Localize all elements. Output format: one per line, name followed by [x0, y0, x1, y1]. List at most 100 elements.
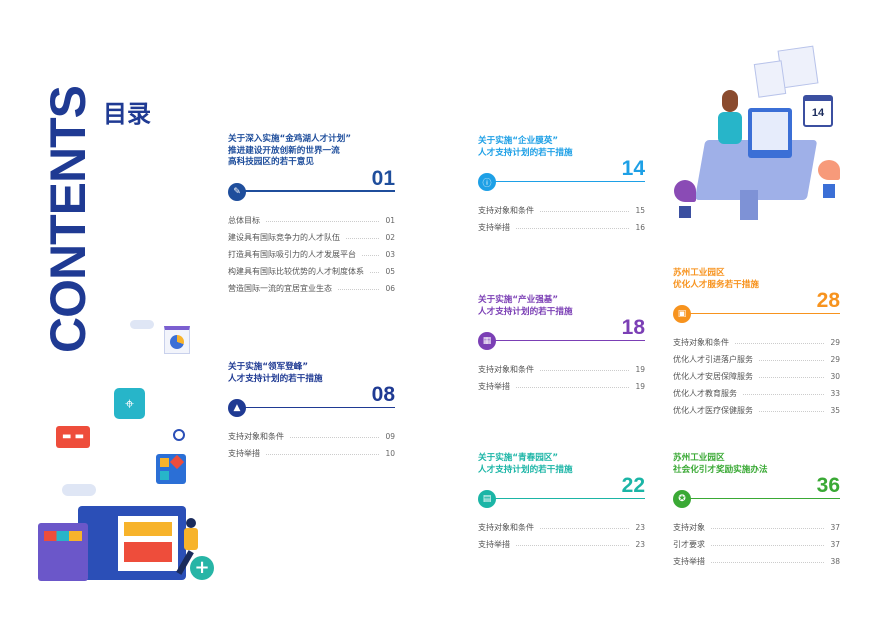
dot-leader — [516, 545, 630, 546]
toc-item-page: 30 — [830, 372, 840, 381]
dot-leader — [540, 370, 630, 371]
cloud-icon — [62, 484, 96, 496]
toc-item-page: 03 — [385, 249, 395, 259]
toc-item-page: 15 — [635, 206, 645, 215]
toc-item[interactable]: 优化人才安居保障服务 30 — [673, 368, 840, 385]
toc-item-page: 10 — [385, 449, 395, 458]
toc-item-label: 支持对象和条件 — [478, 365, 534, 374]
dot-leader — [338, 288, 380, 290]
section-title-line: 人才支持计划的若干措施 — [478, 464, 573, 475]
toc-item-label: 支持对象和条件 — [478, 206, 534, 215]
toc-item-label: 建设具有国际竞争力的人才队伍 — [228, 232, 340, 242]
toc-item[interactable]: 支持举措 10 — [228, 445, 395, 462]
toc-item-label: 营造国际一流的宜居宜业生态 — [228, 283, 332, 293]
section-number: 08 — [371, 383, 395, 406]
section-title: 关于实施“领军登峰”人才支持计划的若干措施 — [228, 362, 395, 385]
toc-item-label: 支持举措 — [673, 557, 705, 566]
toc-item-page: 01 — [385, 215, 395, 225]
plant-icon — [674, 180, 698, 220]
divider — [236, 190, 395, 192]
edit-icon: ✎ — [228, 182, 246, 201]
section-number: 14 — [621, 157, 645, 180]
dot-leader — [370, 271, 380, 273]
award-icon: ✪ — [673, 490, 691, 508]
toc-item-label: 支持举措 — [478, 382, 510, 391]
toc-item[interactable]: 支持对象和条件 19 — [478, 361, 645, 378]
desk-leg — [740, 190, 758, 220]
section-title-line: 人才支持计划的若干措施 — [478, 147, 573, 158]
toc-item-page: 29 — [830, 355, 840, 364]
toc-item-page: 37 — [830, 523, 840, 532]
dot-leader — [362, 254, 380, 256]
section-title-line: 苏州工业园区 — [673, 268, 725, 278]
section-title: 苏州工业园区优化人才服务若干措施 — [673, 268, 840, 291]
plant-icon — [818, 160, 842, 200]
section-title-line: 关于实施“产业强基” — [478, 295, 559, 305]
toc-item-label: 支持对象和条件 — [228, 432, 284, 441]
section-title-line: 社会化引才奖励实施办法 — [673, 464, 768, 475]
cloud-icon — [130, 320, 154, 329]
chart-card-icon — [164, 326, 190, 354]
calendar-icon: 14 — [803, 95, 833, 127]
dot-leader — [266, 220, 380, 222]
dot-leader — [540, 211, 630, 212]
toc-item-page: 35 — [830, 406, 840, 415]
dot-leader — [290, 437, 380, 438]
toc-item-label: 总体目标 — [228, 215, 260, 225]
section-title-line: 推进建设开放创新的世界一流 — [228, 145, 340, 156]
contents-title: CONTENTS — [40, 86, 96, 353]
toc-item-label: 支持举措 — [478, 223, 510, 232]
mountain-icon: ▲ — [228, 399, 246, 417]
computer-monitor-illustration — [748, 108, 792, 158]
grid-icon: ▦ — [478, 332, 496, 350]
toc-item-label: 优化人才安居保障服务 — [673, 372, 753, 381]
dot-leader — [743, 394, 825, 395]
divider — [681, 497, 840, 499]
section-title-line: 关于实施“领军登峰” — [228, 362, 309, 372]
toc-item[interactable]: 支持对象和条件 15 — [478, 202, 645, 219]
section-title: 关于深入实施“金鸡湖人才计划”推进建设开放创新的世界一流高科技园区的若干意见 — [228, 134, 395, 169]
toc-item-label: 支持举措 — [228, 449, 260, 458]
dot-leader — [735, 343, 825, 344]
section-title: 苏州工业园区社会化引才奖励实施办法 — [673, 453, 840, 476]
toc-item[interactable]: 支持举措 19 — [478, 378, 645, 395]
section-title-line: 人才支持计划的若干措施 — [478, 306, 573, 317]
location-icon: ⌖ — [114, 388, 145, 419]
toc-item-label: 优化人才教育服务 — [673, 389, 737, 398]
section-number: 28 — [816, 289, 840, 312]
dot-leader — [516, 387, 630, 388]
toc-item[interactable]: 总体目标 01 — [228, 212, 395, 229]
section-header: ✪36 — [673, 474, 840, 508]
toc-item-page: 19 — [635, 382, 645, 391]
dot-leader — [266, 454, 380, 455]
divider — [486, 497, 645, 499]
mulu-title: 目录 — [103, 100, 151, 128]
tablet-illustration — [38, 523, 88, 581]
toc-item-page: 23 — [635, 540, 645, 549]
dot-leader — [759, 360, 825, 361]
document-icon: ▤ — [478, 490, 496, 508]
dot-leader — [711, 562, 825, 563]
toc-item-page: 19 — [635, 365, 645, 374]
section-title-line: 关于实施“企业膜英” — [478, 136, 559, 146]
section-title-line: 苏州工业园区 — [673, 453, 725, 463]
